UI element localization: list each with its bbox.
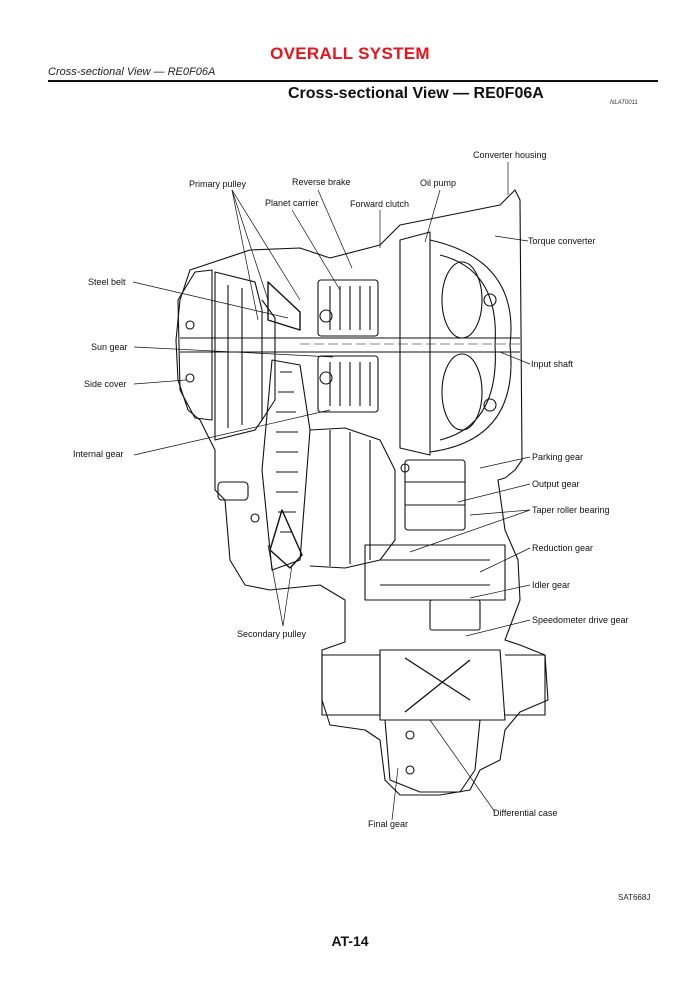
page-number: AT-14 [331,933,369,949]
label-speedometer-drive-gear: Speedometer drive gear [532,615,629,625]
leader-lines [132,162,531,821]
label-steel-belt: Steel belt [88,277,126,287]
page-heading: Cross-sectional View — RE0F06A [288,85,544,102]
section-title: OVERALL SYSTEM [270,44,430,63]
label-planet-carrier: Planet carrier [265,198,319,208]
label-parking-gear: Parking gear [532,452,583,462]
drawing [175,189,549,796]
label-final-gear: Final gear [368,819,408,829]
label-reduction-gear: Reduction gear [532,543,593,553]
reference-code: NLAT0011 [610,100,638,106]
label-taper-roller-bearing: Taper roller bearing [532,505,610,515]
label-differential-case: Differential case [493,808,557,818]
label-internal-gear: Internal gear [73,449,124,459]
label-oil-pump: Oil pump [420,178,456,188]
label-converter-housing: Converter housing [473,150,547,160]
header-rule [48,80,658,82]
label-reverse-brake: Reverse brake [292,177,351,187]
running-head: Cross-sectional View — RE0F06A [48,66,216,78]
label-sun-gear: Sun gear [91,342,128,352]
label-torque-converter: Torque converter [528,236,596,246]
label-output-gear: Output gear [532,479,580,489]
label-idler-gear: Idler gear [532,580,570,590]
label-primary-pulley: Primary pulley [189,179,247,189]
label-secondary-pulley: Secondary pulley [237,629,307,639]
label-forward-clutch: Forward clutch [350,199,409,209]
label-input-shaft: Input shaft [531,359,574,369]
labels: Converter housing Primary pulley Reverse… [73,150,629,829]
label-side-cover: Side cover [84,379,127,389]
figure-code: SAT668J [618,893,651,902]
